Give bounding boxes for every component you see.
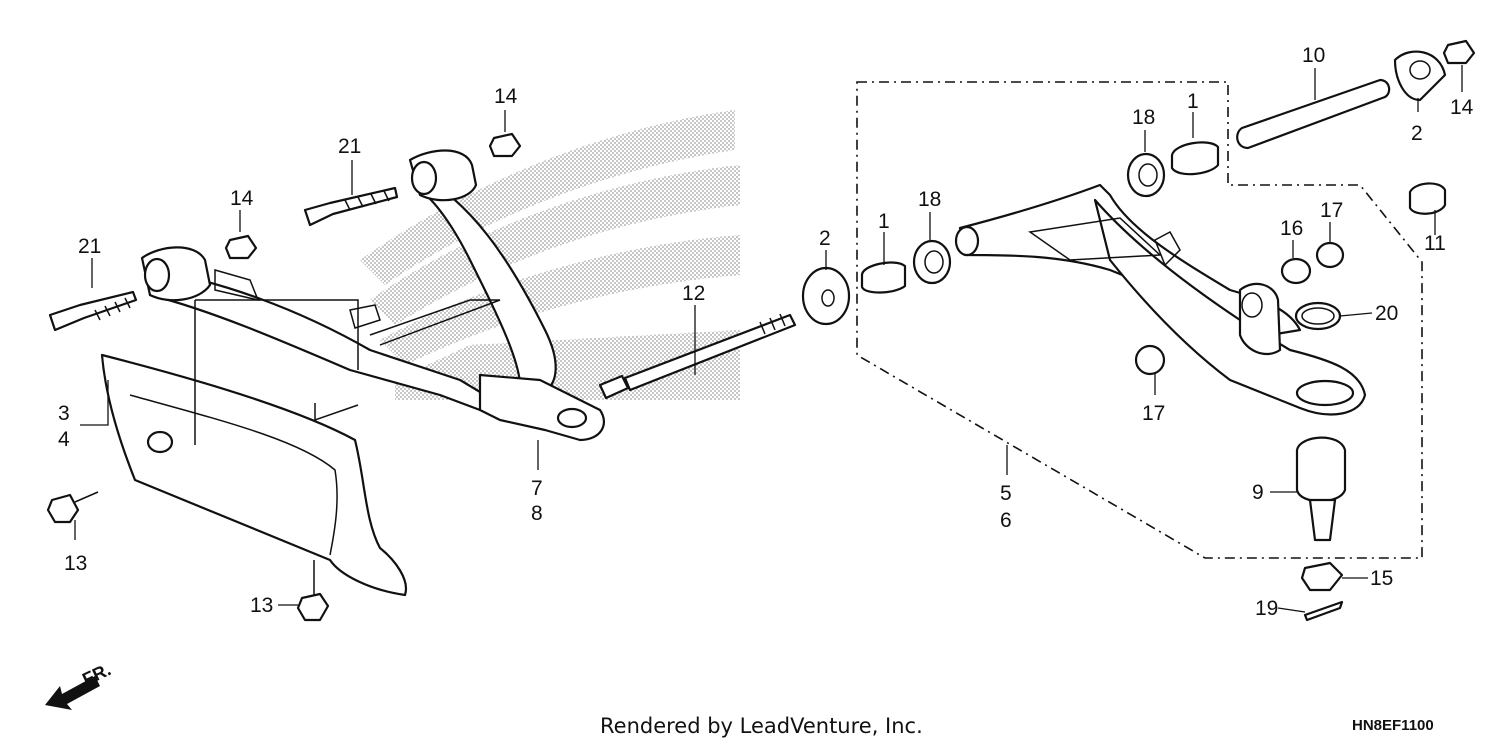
leader-lines: [74, 65, 1463, 613]
diagram-code: HN8EF1100: [1352, 717, 1434, 734]
circlip-20[interactable]: [1294, 301, 1342, 331]
callout-11: 11: [1424, 232, 1446, 255]
callout-7: 7: [531, 477, 543, 500]
callout-4: 4: [58, 428, 70, 451]
washer-2-right[interactable]: [1393, 50, 1447, 102]
nut-14-left[interactable]: [224, 234, 258, 260]
callout-14-left: 14: [230, 187, 254, 210]
callout-8: 8: [531, 502, 543, 525]
bolt-13-bottom[interactable]: [296, 560, 330, 622]
callout-3: 3: [58, 402, 70, 425]
flange-bolt-21-upper[interactable]: [303, 186, 399, 227]
callout-20: 20: [1375, 302, 1398, 325]
callout-13-left: 13: [64, 552, 87, 575]
callout-9: 9: [1252, 481, 1264, 504]
callout-18-left: 18: [918, 188, 941, 211]
footer-credit: Rendered by LeadVenture, Inc.: [600, 714, 923, 738]
callout-10: 10: [1302, 44, 1325, 67]
assembly-boundary: [856, 81, 1423, 559]
castle-nut-15[interactable]: [1300, 561, 1344, 592]
flange-bolt-21-left[interactable]: [48, 290, 138, 332]
washer-2-middle[interactable]: [801, 266, 851, 326]
callout-21-left: 21: [78, 235, 101, 258]
callout-5: 5: [1000, 482, 1012, 505]
callout-16: 16: [1280, 217, 1303, 240]
callout-17-right: 17: [1320, 199, 1343, 222]
nut-17-lower[interactable]: [1134, 344, 1166, 376]
callout-6: 6: [1000, 509, 1012, 532]
dust-seal-18-right[interactable]: [1126, 152, 1166, 198]
callout-1-right: 1: [1187, 90, 1199, 113]
bushing-1-right[interactable]: [1170, 141, 1220, 176]
collar-11[interactable]: [1408, 182, 1447, 215]
bolt-13-left[interactable]: [46, 491, 99, 524]
dust-seal-18-left[interactable]: [912, 239, 952, 285]
callout-14-right: 14: [1450, 96, 1474, 119]
arm-protector-guard[interactable]: [100, 299, 408, 597]
callout-21-upper: 21: [338, 135, 361, 158]
nut-14-upper[interactable]: [488, 132, 522, 158]
callout-numbers: 21 14 21 14 3 4 13 13 7 8 12 2 1 18 18 1…: [58, 44, 1474, 620]
callout-1-left: 1: [878, 210, 890, 233]
pipe-10[interactable]: [1236, 78, 1391, 150]
callout-17-lower: 17: [1142, 402, 1165, 425]
callout-2-middle: 2: [819, 227, 831, 250]
bolt-12[interactable]: [598, 313, 797, 400]
bushing-16[interactable]: [1280, 257, 1312, 285]
callout-2-right: 2: [1411, 122, 1423, 145]
callout-12: 12: [682, 282, 705, 305]
front-direction-arrow-icon: FR.: [45, 659, 114, 710]
nut-17-right[interactable]: [1315, 241, 1345, 269]
callout-13-bottom: 13: [250, 594, 273, 617]
callout-18-right: 18: [1132, 106, 1155, 129]
callout-19: 19: [1255, 597, 1278, 620]
callout-15: 15: [1370, 567, 1393, 590]
front-upper-arm[interactable]: [140, 149, 605, 442]
nut-14-right[interactable]: [1442, 39, 1476, 65]
cotter-pin-19[interactable]: [1303, 600, 1344, 622]
front-lower-arm[interactable]: [954, 183, 1367, 416]
bushing-1-left[interactable]: [860, 261, 907, 294]
callout-14-upper: 14: [494, 85, 518, 108]
ball-joint-9[interactable]: [1295, 436, 1347, 542]
